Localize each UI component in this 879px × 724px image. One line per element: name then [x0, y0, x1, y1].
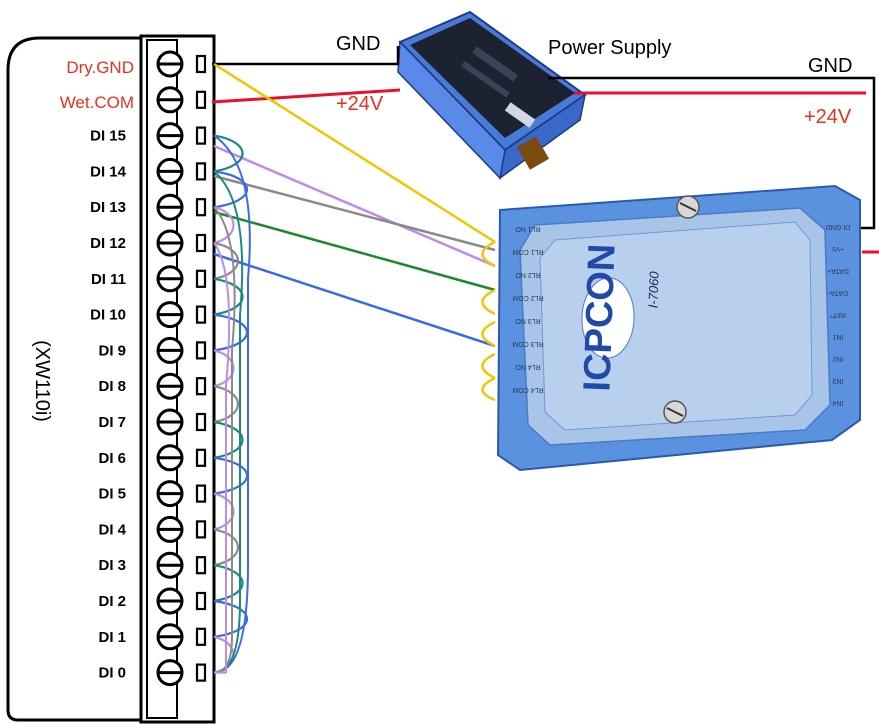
di-label: DI 9 [98, 342, 126, 359]
jumper-wire [213, 313, 248, 352]
terminal-screw [156, 551, 207, 579]
di-label: DI 6 [98, 450, 126, 467]
relay-pin-label: IN2 [832, 355, 843, 362]
green-wire [213, 210, 496, 292]
wet-com-label: Wet.COM [60, 93, 134, 112]
jumper-wire [213, 564, 244, 603]
relay-pin-label: DATA- [827, 289, 848, 296]
relay-pin-label: RL4 NO [515, 363, 541, 370]
terminal-screw [156, 193, 207, 221]
jumper-wire [213, 492, 235, 531]
di-label: DI 2 [98, 593, 126, 610]
di-label: DI 13 [90, 199, 126, 216]
gnd-left-label: GND [336, 33, 380, 55]
di-label: DI 15 [90, 128, 126, 145]
relay-pin-label: RL2 COM [512, 294, 543, 301]
terminal-screw [156, 444, 207, 472]
power-supply-title: Power Supply [548, 37, 671, 59]
power-wires [211, 46, 879, 254]
relay-pin-label: IN1 [832, 333, 843, 340]
purple-wire [213, 144, 496, 268]
di-label: DI 14 [90, 163, 127, 180]
jumper-wire [213, 599, 248, 638]
relay-pin-label: RL2 NO [515, 271, 541, 278]
daisy-chain-wires [213, 134, 251, 674]
v24-wire-left [211, 88, 401, 104]
relay-pin-label: INIT* [830, 311, 846, 318]
jumper-wire [213, 241, 240, 280]
gnd-right-label: GND [808, 55, 852, 77]
module-name-label: (XW110i) [31, 340, 53, 422]
return-wire [213, 242, 231, 674]
di-label: DI 10 [90, 307, 126, 324]
terminal-screw [156, 659, 207, 687]
xw110i-module: (XW110i) [6, 36, 140, 722]
terminal-screw [156, 265, 207, 293]
relay-pin-label: RL4 COM [512, 386, 543, 393]
relay-pin-label: +Vs [831, 245, 844, 252]
relay-left-pin-labels: RL1 NO RL1 COM RL2 NO RL2 COM RL3 NO RL3 COM R… [512, 225, 543, 393]
jumper-wire [213, 528, 240, 567]
gray-wire [213, 174, 496, 252]
jumper-wire [213, 385, 240, 424]
terminal-screw [156, 623, 207, 651]
terminal-screw [156, 86, 207, 114]
di-label: DI 1 [98, 629, 126, 646]
terminal-screws [156, 50, 207, 687]
relay-pin-label: RL1 NO [515, 225, 541, 232]
di-label-group: DI 15 DI 14 DI 13 DI 12 DI 11 DI 10 DI 9 DI 8 DI… [90, 128, 127, 682]
di-label: DI 4 [98, 521, 126, 538]
v24-right-label: +24V [804, 106, 852, 128]
jumper-wire [213, 206, 235, 245]
jumper-wire [213, 456, 248, 495]
relay-pin-label: IN4 [832, 399, 843, 406]
return-wire [213, 170, 244, 674]
gnd-wire-right [548, 76, 876, 230]
terminal-screw [156, 587, 207, 615]
terminal-screw [156, 122, 207, 150]
return-wire [213, 134, 251, 674]
jumper-wire [213, 134, 244, 173]
jumper-wire [213, 349, 235, 388]
module-outline [6, 36, 140, 722]
terminal-screw [156, 336, 207, 364]
di-label: DI 11 [91, 271, 126, 288]
di-label: DI 3 [98, 557, 126, 574]
relay-pin-label: DATA+ [827, 267, 849, 274]
di-label: DI 5 [98, 486, 126, 503]
terminal-screw [156, 157, 207, 185]
relay-pin-label: RL1 COM [512, 248, 543, 255]
v24-left-label: +24V [336, 93, 384, 115]
terminal-screw [156, 372, 207, 400]
terminal-screw [156, 408, 207, 436]
relay-pin-label: IN3 [832, 377, 843, 384]
gnd-wire-left [212, 46, 400, 66]
terminal-screw [156, 50, 207, 78]
blue-wire [213, 252, 496, 348]
di-label: DI 7 [98, 414, 126, 431]
di-label: DI 8 [98, 378, 126, 395]
jumper-wire [213, 420, 244, 459]
signal-wires [213, 62, 496, 402]
relay-model-label: I-7060 [645, 270, 661, 308]
relay-pin-label: RL3 NO [515, 317, 541, 324]
relay-pin-label: DI.GND [826, 223, 851, 230]
relay-module-device: ICPCON I-7060 RL1 NO RL1 COM RL2 NO RL2 COM… [496, 184, 861, 472]
dry-gnd-label: Dry.GND [66, 58, 134, 77]
jumper-wire [213, 170, 248, 209]
terminal-screw [156, 229, 207, 257]
terminal-screw [156, 515, 207, 543]
yellow-jumpers [481, 240, 496, 402]
relay-pin-label: RL3 COM [512, 340, 543, 347]
di-label: DI 0 [98, 665, 126, 682]
terminal-screw [156, 480, 207, 508]
yellow-wire [213, 62, 496, 244]
power-supply-device [397, 10, 587, 180]
di-label: DI 12 [90, 235, 126, 252]
relay-brand-label: ICPCON [576, 243, 623, 392]
terminal-screw [156, 301, 207, 329]
